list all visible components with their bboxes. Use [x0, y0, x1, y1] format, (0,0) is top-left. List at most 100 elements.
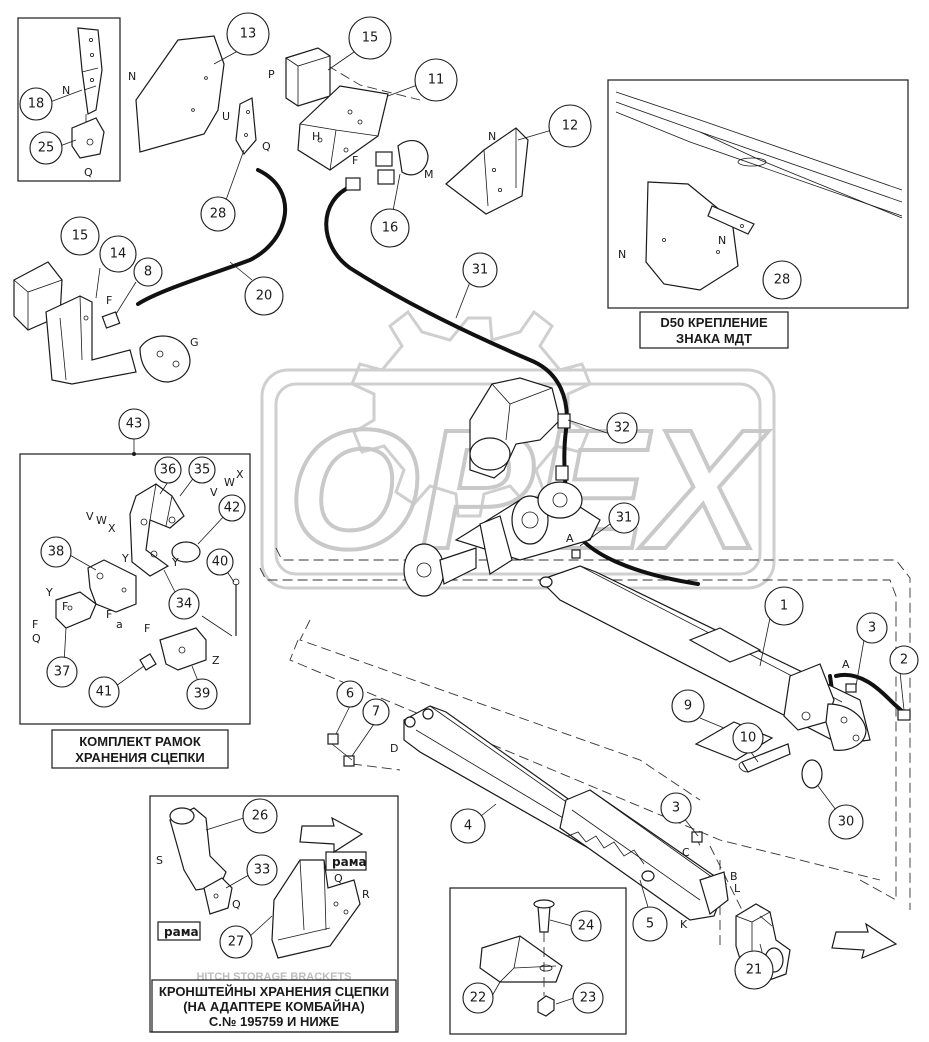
tongue-1 [538, 565, 871, 751]
frame-label-box-1 [325, 851, 367, 871]
bracket-39 [159, 627, 207, 671]
callout-number: 10 [740, 731, 757, 746]
callout-43: 43 [118, 408, 150, 440]
watermark-gear [350, 309, 592, 518]
part-15-top [285, 47, 331, 107]
callout-20: 20 [244, 276, 284, 316]
callout-number: 27 [228, 935, 245, 950]
callout-number: 33 [254, 863, 271, 878]
callout-number: 35 [194, 463, 211, 478]
callout-number: 9 [684, 699, 692, 714]
bracket-title-line2: (НА АДАПТЕРЕ КОМБАЙНА) [183, 999, 365, 1014]
kit-inset-43 [19, 436, 251, 725]
letter-label: V [210, 486, 218, 499]
letter-label: Q [232, 898, 241, 911]
ring-42 [171, 541, 201, 563]
letter-label: C [682, 846, 690, 859]
letter-label: S [156, 854, 163, 867]
bracket-36 [129, 483, 185, 577]
letter-label: F [352, 154, 358, 167]
bracket-27 [271, 859, 361, 959]
letter-label: D [390, 742, 398, 755]
callout-42: 42 [218, 494, 246, 522]
letter-label: Z [212, 654, 220, 667]
callout-1: 1 [764, 586, 804, 626]
bracket-inset: рама рама [149, 795, 399, 1033]
bracket-28 [235, 97, 257, 156]
callout-number: 18 [28, 97, 45, 112]
callout-number: 15 [72, 229, 89, 244]
callout-number: 21 [746, 963, 763, 978]
callout-number: 13 [240, 27, 257, 42]
callout-number: 37 [54, 665, 71, 680]
part-G [139, 335, 191, 383]
callout-number: 22 [470, 991, 487, 1006]
callout-leaders [49, 51, 905, 1005]
callout-number: 23 [580, 991, 597, 1006]
callout-28-d50: 28 [762, 260, 802, 300]
callout-15-top: 15 [348, 16, 392, 60]
plate-13 [135, 35, 225, 153]
callout-number: 36 [160, 463, 177, 478]
inset-box-18-25 [17, 17, 121, 182]
callout-31-mid: 31 [608, 502, 640, 534]
callout-number: 28 [210, 207, 227, 222]
letter-label: N [718, 234, 726, 247]
callout-number: 28 [774, 273, 791, 288]
callout-11: 11 [414, 58, 458, 102]
pin-inset [449, 887, 627, 1035]
letter-label: N [618, 248, 626, 261]
bracket-title-line3: С.№ 195759 И НИЖЕ [209, 1014, 340, 1029]
letter-label: Q [334, 872, 343, 885]
letter-label: Q [32, 632, 41, 645]
kit-title-line1: КОМПЛЕКТ РАМОК [79, 734, 201, 749]
callout-22: 22 [462, 982, 494, 1014]
hose-20 [136, 168, 288, 306]
callout-number: 39 [194, 687, 211, 702]
callout-34: 34 [168, 588, 200, 620]
letter-label: N [488, 130, 496, 143]
watermark-outer-frame [260, 368, 776, 590]
callout-27: 27 [219, 925, 253, 959]
callout-7: 7 [362, 698, 390, 726]
callout-number: 5 [646, 917, 654, 932]
direction-arrow-up [299, 816, 364, 854]
callout-number: 14 [110, 247, 127, 262]
letter-label: L [734, 882, 741, 895]
letter-label: Y [171, 556, 179, 569]
callout-13: 13 [226, 12, 270, 56]
callout-number: 41 [96, 685, 113, 700]
letter-label: A [566, 532, 574, 545]
callout-21: 21 [734, 950, 774, 990]
tongue-5 [559, 789, 729, 921]
callout-number: 24 [578, 919, 595, 934]
callout-number: 12 [562, 119, 579, 134]
callout-number: 16 [382, 221, 399, 236]
bracket-title-box: HITCH STORAGE BRACKETS КРОНШТЕЙНЫ ХРАНЕН… [151, 971, 397, 1033]
frame-label-box-2 [157, 921, 201, 941]
callout-26: 26 [242, 798, 278, 834]
callout-36: 36 [154, 456, 182, 484]
callout-32: 32 [606, 412, 638, 444]
bracket-faded-title: HITCH STORAGE BRACKETS [196, 971, 351, 983]
callout-number: 7 [372, 705, 380, 720]
callout-number: 31 [616, 511, 633, 526]
callout-28-left: 28 [200, 196, 236, 232]
letter-label: F [32, 618, 38, 631]
callout-3-bottom: 3 [660, 792, 692, 824]
callout-41: 41 [88, 676, 120, 708]
callout-8: 8 [133, 257, 163, 287]
callout-number: 30 [838, 815, 855, 830]
letter-label: M [424, 168, 434, 181]
letter-label: Y [121, 552, 129, 565]
callout-5: 5 [632, 906, 668, 942]
callout-number: 3 [868, 621, 876, 636]
d50-title-line1: D50 КРЕПЛЕНИЕ [660, 315, 768, 330]
callout-37: 37 [46, 656, 78, 688]
bracket-25 [71, 117, 105, 159]
direction-arrow-right [831, 922, 898, 960]
callout-38: 38 [40, 536, 72, 568]
bracket-37 [55, 591, 97, 629]
letter-label: R [362, 888, 370, 901]
letter-label: P [268, 68, 275, 81]
